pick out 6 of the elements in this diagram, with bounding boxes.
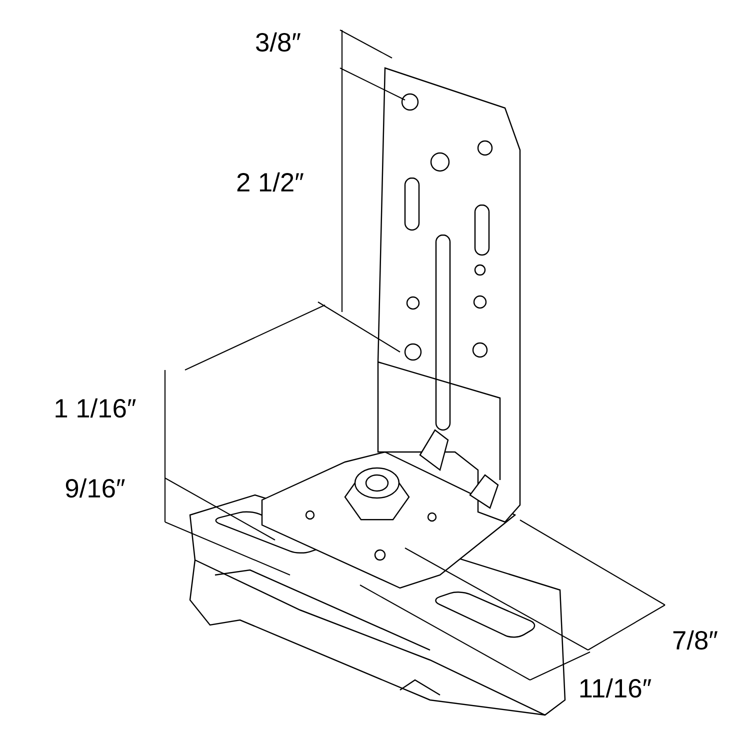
dimension-label: 1 1/16″ (56, 398, 136, 418)
dimension-label: 11/16″ (580, 678, 652, 698)
dimension-label: 9/16″ (66, 478, 125, 498)
dimension-label: 7/8″ (673, 630, 718, 650)
dimension-label: 2 1/2″ (237, 172, 304, 192)
dimension-label: 3/8″ (256, 32, 300, 52)
